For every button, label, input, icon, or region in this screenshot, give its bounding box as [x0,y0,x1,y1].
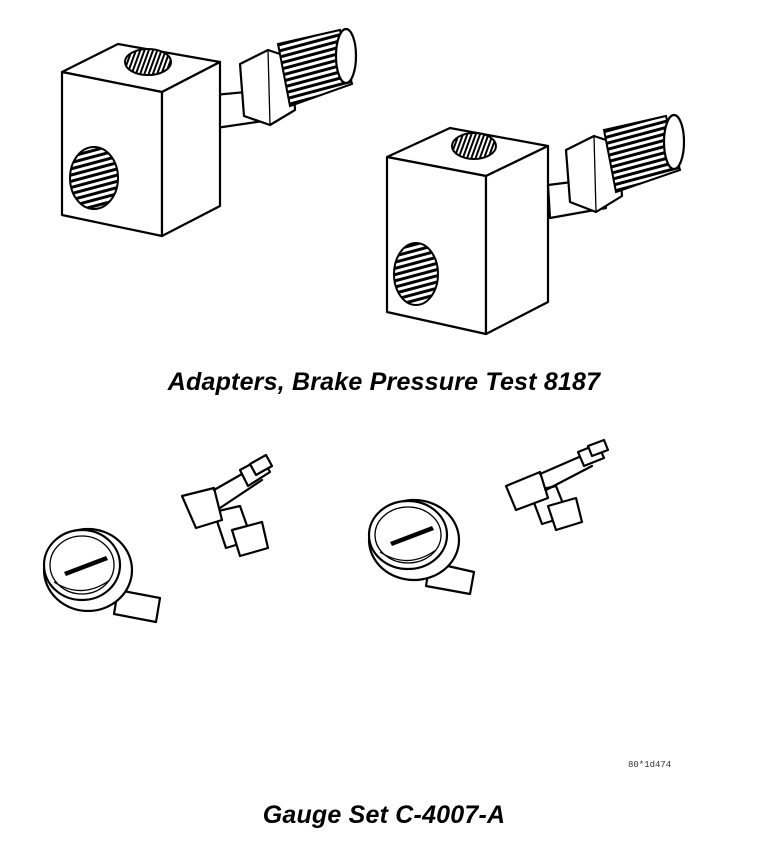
gauge-set-caption: Gauge Set C-4007-A [262,801,506,829]
pressure-gauge-right [367,438,694,646]
adapters-caption: Adapters, Brake Pressure Test 8187 [167,368,601,396]
pressure-gauge-left [42,453,352,681]
brake-pressure-adapter-left [60,27,358,238]
figure-reference-number: 80*1d474 [628,760,672,770]
brake-pressure-adapter-right [385,113,686,336]
